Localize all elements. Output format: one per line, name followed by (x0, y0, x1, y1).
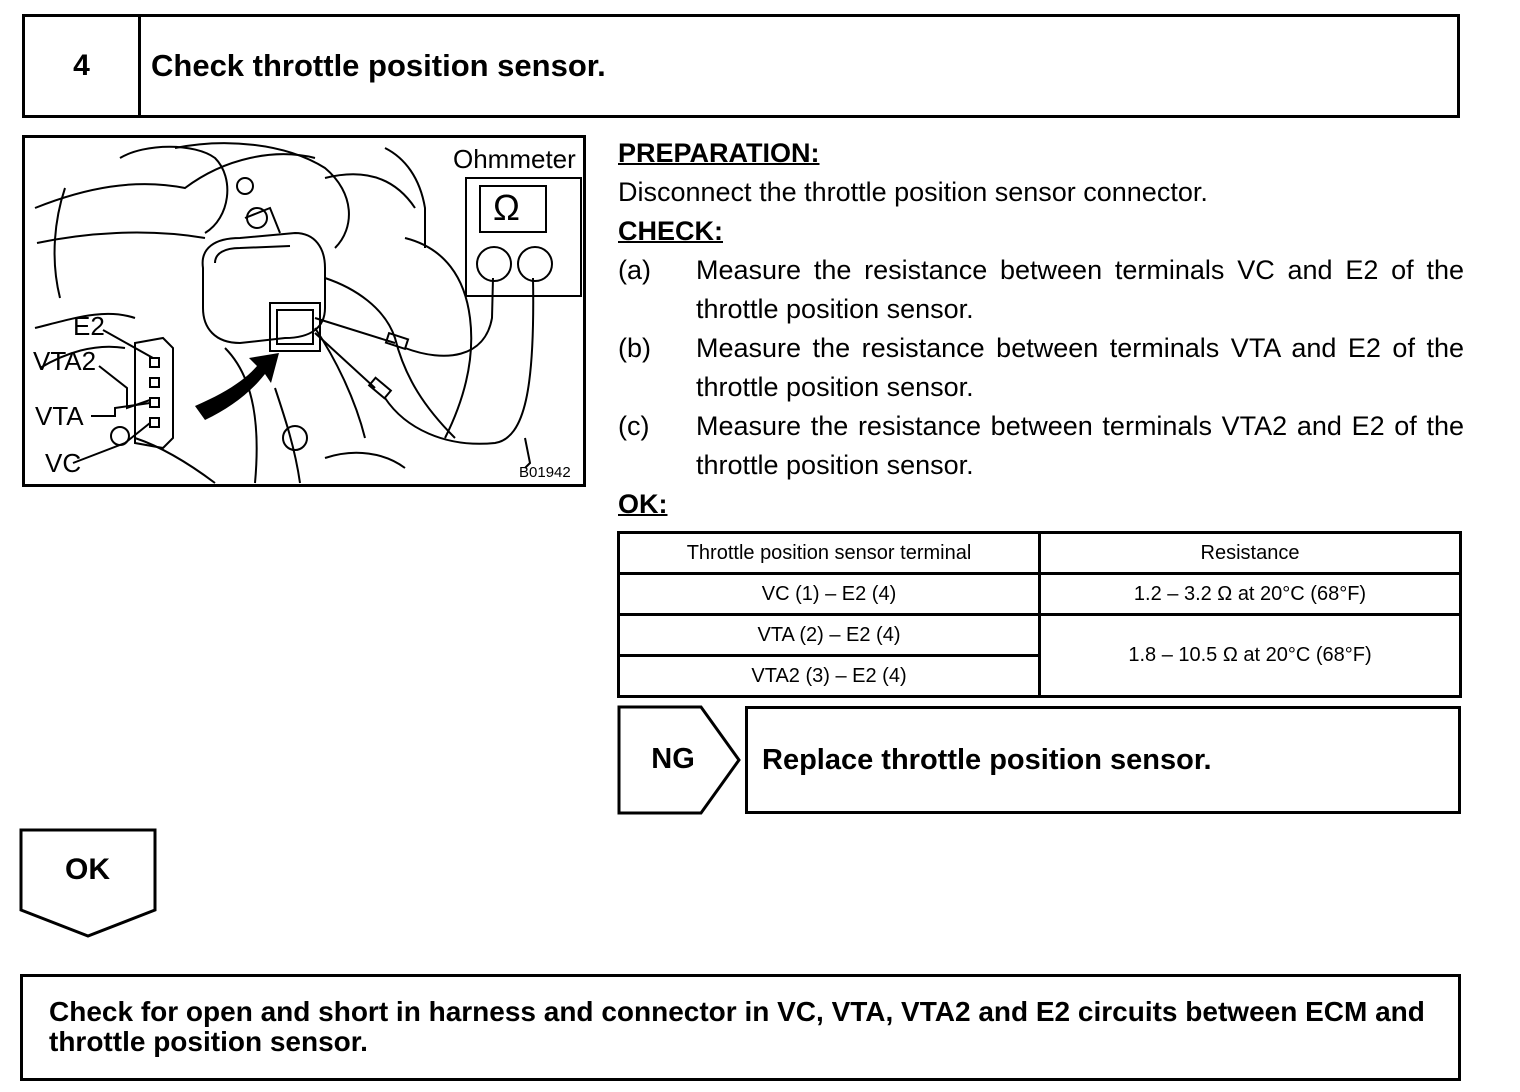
table-cell-terminal: VC (1) – E2 (4) (617, 572, 1041, 616)
final-instruction-text: Check for open and short in harness and … (49, 996, 1425, 1057)
table-cell-terminal: VTA2 (3) – E2 (4) (617, 654, 1041, 698)
table-header-row: Throttle position sensor terminal Resist… (617, 531, 1462, 575)
check-heading: CHECK: (618, 216, 723, 246)
check-step: (a) Measure the resistance between termi… (618, 251, 1464, 329)
check-step-text: Measure the resistance between terminals… (696, 411, 1464, 480)
table-row: VTA (2) – E2 (4) 1.8 – 10.5 Ω at 20°C (6… (617, 613, 1462, 698)
check-step: (b) Measure the resistance between termi… (618, 329, 1464, 407)
check-step-text: Measure the resistance between terminals… (696, 255, 1464, 324)
terminal-label-e2: E2 (73, 311, 105, 341)
sensor-figure: Ohmmeter Ω E2 VTA2 VTA VC B01942 (22, 135, 586, 487)
ok-arrow-shape (19, 828, 157, 938)
instructions: PREPARATION: Disconnect the throttle pos… (618, 134, 1464, 524)
check-step-letter: (a) (618, 255, 651, 285)
table-header: Throttle position sensor terminal (617, 531, 1041, 575)
step-title: Check throttle position sensor. (151, 48, 606, 83)
terminal-label-vc: VC (45, 448, 82, 478)
ng-label: NG (651, 742, 695, 775)
ok-heading: OK: (618, 489, 668, 519)
ohmmeter-label: Ohmmeter (453, 144, 576, 174)
check-step-letter: (c) (618, 411, 650, 441)
figure-code: B01942 (519, 464, 571, 481)
check-step-text: Measure the resistance between terminals… (696, 333, 1464, 402)
ng-action-box: Replace throttle position sensor. (745, 706, 1461, 814)
final-instruction-box: Check for open and short in harness and … (20, 974, 1461, 1081)
resistance-table: Throttle position sensor terminal Resist… (617, 531, 1462, 698)
table-row: VC (1) – E2 (4) 1.2 – 3.2 Ω at 20°C (68°… (617, 572, 1462, 616)
terminal-label-vta2: VTA2 (33, 346, 97, 376)
throttle-sensor-illustration (34, 142, 582, 484)
terminal-label-vta: VTA (35, 401, 84, 431)
step-header: 4 Check throttle position sensor. (22, 14, 1460, 118)
check-step: (c) Measure the resistance between termi… (618, 407, 1464, 485)
table-cell-resistance: 1.8 – 10.5 Ω at 20°C (68°F) (1038, 613, 1462, 698)
preparation-text: Disconnect the throttle position sensor … (618, 177, 1208, 207)
table-cell-resistance: 1.2 – 3.2 Ω at 20°C (68°F) (1038, 572, 1462, 616)
check-step-letter: (b) (618, 333, 651, 363)
ok-label: OK (65, 853, 110, 886)
ng-arrow-shape (617, 705, 741, 815)
preparation-heading: PREPARATION: (618, 138, 820, 168)
ohm-symbol-icon: Ω (493, 187, 520, 228)
table-row: VTA2 (3) – E2 (4) (617, 654, 1461, 698)
table-header: Resistance (1038, 531, 1462, 575)
table-cell-terminal: VTA (2) – E2 (4) (617, 613, 1041, 657)
step-number: 4 (25, 17, 141, 115)
ng-action-text: Replace throttle position sensor. (762, 743, 1212, 776)
